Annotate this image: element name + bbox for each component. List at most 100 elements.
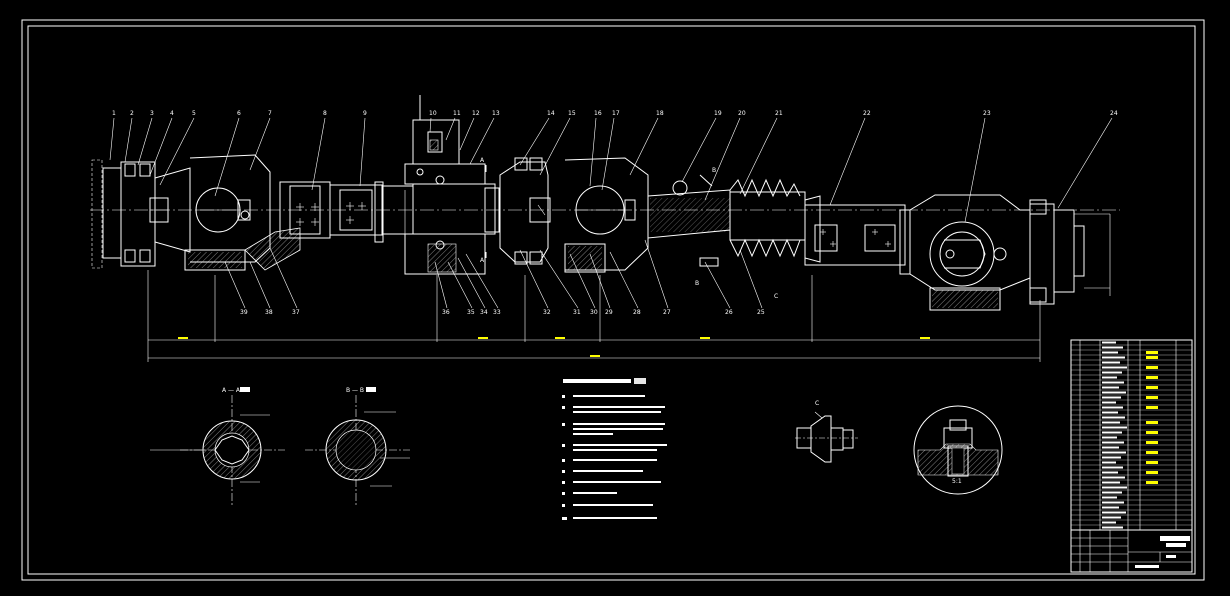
part-no-11: 11	[453, 110, 461, 117]
part-no-10: 10	[429, 110, 437, 117]
part-no-38: 38	[265, 309, 273, 316]
table-cell-text	[1102, 416, 1125, 419]
table-cell-text	[1102, 441, 1124, 444]
table-cell-text	[1102, 421, 1120, 424]
section-b-title: B — B	[346, 387, 364, 394]
part-no-17: 17	[612, 110, 620, 117]
table-cell-material	[1146, 441, 1158, 444]
technical-notes	[562, 378, 667, 520]
table-cell-text	[1102, 456, 1121, 459]
table-cell-text	[1102, 481, 1120, 484]
table-cell-text	[1102, 511, 1126, 514]
shaft-tube-1	[279, 181, 414, 243]
table-cell-material	[1146, 406, 1158, 409]
part-no-32: 32	[543, 309, 551, 316]
table-cell-text	[1102, 386, 1119, 389]
part-no-6: 6	[237, 110, 241, 117]
table-cell-text	[1102, 491, 1122, 494]
table-cell-material	[1146, 451, 1158, 454]
table-cell-material	[1146, 396, 1158, 399]
part-no-8: 8	[323, 110, 327, 117]
table-cell-material	[1146, 461, 1158, 464]
part-no-16: 16	[594, 110, 602, 117]
table-cell-material	[1146, 471, 1158, 474]
inner-border	[27, 25, 1196, 575]
part-leaders-bottom	[224, 239, 763, 309]
part-no-14: 14	[547, 110, 555, 117]
table-cell-material	[1146, 351, 1158, 354]
table-cell-material	[1146, 366, 1158, 369]
table-cell-text	[1102, 346, 1123, 349]
part-no-34: 34	[480, 309, 488, 316]
part-no-13: 13	[492, 110, 500, 117]
left-flange-yoke	[91, 159, 191, 269]
table-cell-material	[1146, 386, 1158, 389]
table-cell-text	[1102, 486, 1127, 489]
section-a-marker-top: A	[480, 157, 485, 164]
part-no-21: 21	[775, 110, 783, 117]
dimension-lines	[147, 270, 1041, 362]
section-markers: A A B B C	[480, 157, 778, 300]
part-no-28: 28	[633, 309, 641, 316]
center-bearing-support	[404, 95, 500, 275]
section-a-title: A — A	[222, 387, 241, 394]
section-a-marker-bottom: A	[480, 257, 485, 264]
part-no-7: 7	[268, 110, 272, 117]
part-no-2: 2	[130, 110, 134, 117]
table-cell-text	[1102, 341, 1116, 344]
table-cell-material	[1146, 431, 1158, 434]
table-cell-material	[1146, 481, 1158, 484]
part-no-27: 27	[663, 309, 671, 316]
table-cell-text	[1102, 516, 1121, 519]
table-cell-text	[1102, 526, 1123, 529]
shaft-tube-2	[804, 195, 911, 275]
part-no-26: 26	[725, 309, 733, 316]
table-cell-material	[1146, 421, 1158, 424]
part-no-1: 1	[112, 110, 116, 117]
part-no-22: 22	[863, 110, 871, 117]
table-cell-text	[1102, 506, 1119, 509]
part-numbers-bottom: 39 38 37 36 35 34 33 32 31 30 29 28 27 2…	[240, 309, 765, 316]
title-block	[1070, 529, 1193, 573]
spline-sleeve-and-boot	[647, 174, 806, 267]
part-no-9: 9	[363, 110, 367, 117]
table-cell-text	[1102, 466, 1123, 469]
parts-list-rows	[1071, 339, 1192, 529]
table-cell-text	[1102, 356, 1125, 359]
view-c-marker: C	[774, 293, 778, 300]
part-no-33: 33	[493, 309, 501, 316]
section-b-marker-top: B	[712, 167, 716, 174]
part-numbers-top: 1 2 3 4 5 6 7 8 9 10 11 12 13 14 15 16 1…	[112, 110, 1118, 117]
part-no-39: 39	[240, 309, 248, 316]
table-cell-text	[1102, 476, 1125, 479]
table-cell-text	[1102, 366, 1127, 369]
table-cell-text	[1102, 381, 1124, 384]
table-cell-text	[1102, 496, 1117, 499]
part-no-15: 15	[568, 110, 576, 117]
table-cell-text	[1102, 461, 1116, 464]
section-b-b-view: B — B	[305, 387, 410, 505]
table-cell-text	[1102, 396, 1121, 399]
part-no-12: 12	[472, 110, 480, 117]
table-cell-text	[1102, 376, 1117, 379]
part-no-24: 24	[1110, 110, 1118, 117]
view-c-title: C	[815, 400, 819, 407]
section-b-marker-bottom: B	[695, 280, 699, 287]
detail-view: 5:1	[913, 405, 1003, 495]
part-no-31: 31	[573, 309, 581, 316]
part-no-30: 30	[590, 309, 598, 316]
table-cell-text	[1102, 406, 1123, 409]
part-no-5: 5	[192, 110, 196, 117]
right-universal-joint	[909, 194, 1111, 311]
universal-joint-1	[184, 154, 301, 271]
table-cell-text	[1102, 391, 1126, 394]
part-no-36: 36	[442, 309, 450, 316]
part-no-3: 3	[150, 110, 154, 117]
part-no-19: 19	[714, 110, 722, 117]
table-cell-text	[1102, 431, 1122, 434]
table-cell-text	[1102, 451, 1126, 454]
table-cell-text	[1102, 361, 1120, 364]
table-cell-text	[1102, 521, 1116, 524]
